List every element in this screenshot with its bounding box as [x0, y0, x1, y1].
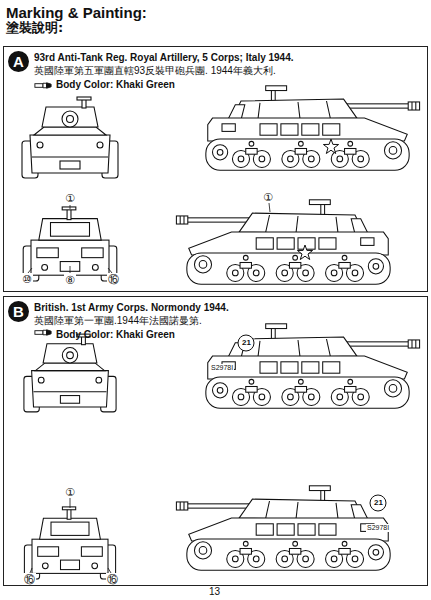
- badge-letter: A: [13, 53, 24, 70]
- body-color-note: Body Color: Khaki Green: [56, 79, 175, 91]
- badge-letter: B: [13, 303, 24, 320]
- callout-number: ⑧: [64, 274, 76, 286]
- scheme-caption: 93rd Anti-Tank Reg. Royal Artillery, 5 C…: [34, 52, 294, 64]
- serial-number: S2978I: [210, 364, 234, 372]
- callout-number: ①: [262, 191, 274, 203]
- callout-number: ①: [64, 192, 76, 204]
- callout-number: ①: [64, 486, 76, 498]
- chinese-caption: 英國陸軍第五軍團直轄93反裝甲砲兵團. 1944年義大利.: [34, 65, 276, 77]
- callout-number: ⑯: [23, 573, 36, 585]
- chinese-title: 塗裝說明:: [6, 21, 63, 35]
- callout-number: ⑯: [106, 573, 119, 585]
- page-number: 13: [209, 586, 220, 597]
- page-title: Marking & Painting:: [6, 4, 147, 21]
- unit-number: 21: [374, 499, 383, 508]
- scheme-panel: 93rd Anti-Tank Reg. Royal Artillery, 5 C…: [3, 46, 428, 292]
- body-color-note: Body Color: Khaki Green: [56, 329, 175, 341]
- callout-number: ⑩: [21, 273, 33, 285]
- unit-number: 21: [242, 339, 251, 348]
- callout-number: ⑯: [107, 273, 120, 285]
- scheme-panel: British. 1st Army Corps. Normondy 1944.英…: [3, 296, 428, 586]
- section-badge: A: [8, 51, 29, 72]
- serial-number: S2978I: [366, 524, 390, 532]
- scheme-caption: British. 1st Army Corps. Normondy 1944.: [34, 302, 229, 314]
- section-badge: B: [8, 301, 29, 322]
- chinese-caption: 英國陸軍第一軍團.1944年法國諾曼第.: [34, 315, 202, 327]
